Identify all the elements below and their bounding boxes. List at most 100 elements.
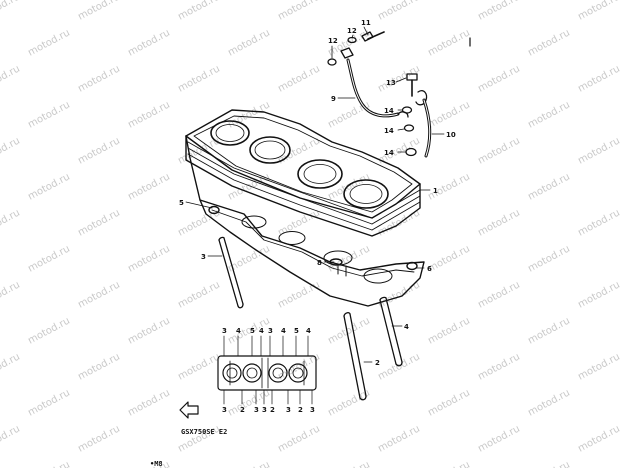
watermark-text: motod.ru bbox=[526, 243, 572, 274]
watermark-text: motod.ru bbox=[126, 387, 172, 418]
watermark-text: motod.ru bbox=[576, 207, 622, 238]
callout-10: 10 bbox=[446, 131, 456, 139]
watermark-text: motod.ru bbox=[26, 27, 72, 58]
watermark-text: motod.ru bbox=[0, 423, 22, 454]
watermark-text: motod.ru bbox=[476, 423, 522, 454]
watermark-text: motod.ru bbox=[476, 279, 522, 310]
watermark-text: motod.ru bbox=[526, 387, 572, 418]
watermark-text: motod.ru bbox=[176, 279, 222, 310]
watermark-text: motod.ru bbox=[476, 0, 522, 23]
watermark-text: motod.ru bbox=[76, 423, 122, 454]
watermark-text: motod.ru bbox=[376, 63, 422, 94]
leader-lines bbox=[185, 26, 445, 363]
callout-11: 11 bbox=[361, 19, 371, 27]
pattern-top-label: 4 bbox=[259, 327, 264, 335]
watermark-text: motod.ru bbox=[376, 0, 422, 23]
pattern-bottom-label: 2 bbox=[270, 406, 275, 414]
watermark-text: motod.ru bbox=[426, 387, 472, 418]
watermark-text: motod.ru bbox=[526, 459, 572, 468]
callout-4: 4 bbox=[404, 323, 409, 331]
watermark-text: motod.ru bbox=[0, 207, 22, 238]
watermark-text: motod.ru bbox=[526, 27, 572, 58]
watermark-text: motod.ru bbox=[576, 279, 622, 310]
pattern-bottom-labels: 3 2 3 3 2 3 2 3 bbox=[222, 406, 315, 414]
watermark-text: motod.ru bbox=[426, 99, 472, 130]
callout-9: 9 bbox=[331, 95, 336, 103]
callout-14-top: 14 bbox=[384, 107, 394, 115]
watermark-text: motod.ru bbox=[0, 0, 22, 23]
watermark-text: motod.ru bbox=[176, 63, 222, 94]
callout-13: 13 bbox=[386, 79, 396, 87]
watermark-text: motod.ru bbox=[76, 351, 122, 382]
callout-3: 3 bbox=[201, 253, 206, 261]
watermark-text: motod.ru bbox=[76, 0, 122, 23]
watermark-text: motod.ru bbox=[576, 351, 622, 382]
callout-2: 2 bbox=[375, 359, 380, 367]
watermark-text: motod.ru bbox=[526, 315, 572, 346]
watermark-text: motod.ru bbox=[526, 99, 572, 130]
pattern-bottom-label: 3 bbox=[286, 406, 291, 414]
watermark-text: motod.ru bbox=[576, 423, 622, 454]
pattern-bottom-label: 3 bbox=[222, 406, 227, 414]
watermark-text: motod.ru bbox=[26, 99, 72, 130]
watermark-text: motod.ru bbox=[326, 459, 372, 468]
callout-12-top: 12 bbox=[347, 27, 357, 35]
pattern-bottom-label: 3 bbox=[262, 406, 267, 414]
watermark-text: motod.ru bbox=[276, 279, 322, 310]
watermark-text: motod.ru bbox=[476, 207, 522, 238]
watermark-text: motod.ru bbox=[476, 351, 522, 382]
watermark-text: motod.ru bbox=[176, 0, 222, 23]
pattern-bottom-label: 2 bbox=[298, 406, 303, 414]
watermark-text: motod.ru bbox=[76, 207, 122, 238]
model-caption: GSX750SE E2 bbox=[181, 428, 227, 436]
watermark-text: motod.ru bbox=[0, 279, 22, 310]
watermark-text: motod.ru bbox=[476, 135, 522, 166]
pattern-bottom-label: 2 bbox=[240, 406, 245, 414]
pattern-bottom-label: 3 bbox=[310, 406, 315, 414]
watermark-text: motod.ru bbox=[276, 63, 322, 94]
oil-hose-assembly bbox=[327, 31, 471, 158]
watermark-text: motod.ru bbox=[426, 27, 472, 58]
watermark-text: motod.ru bbox=[176, 351, 222, 382]
watermark-text: motod.ru bbox=[26, 459, 72, 468]
watermark-text: motod.ru bbox=[376, 351, 422, 382]
callout-6: 6 bbox=[427, 265, 432, 273]
pattern-top-label: 3 bbox=[268, 327, 273, 335]
watermark-text: motod.ru bbox=[226, 459, 272, 468]
callout-12-left: 12 bbox=[328, 37, 338, 45]
watermark-text: motod.ru bbox=[226, 27, 272, 58]
watermark-text: motod.ru bbox=[276, 423, 322, 454]
pattern-top-label: 5 bbox=[294, 327, 299, 335]
watermark-text: motod.ru bbox=[176, 207, 222, 238]
watermark-text: motod.ru bbox=[76, 135, 122, 166]
callout-14-mid: 14 bbox=[384, 127, 394, 135]
callout-labels: 11 12 12 9 13 14 14 14 10 1 5 3 6 8 4 2 bbox=[179, 19, 456, 367]
watermark-text: motod.ru bbox=[426, 315, 472, 346]
watermark-text: motod.ru bbox=[326, 99, 372, 130]
watermark-text: motod.ru bbox=[126, 99, 172, 130]
watermark-text: motod.ru bbox=[76, 279, 122, 310]
pattern-top-label: 4 bbox=[236, 327, 241, 335]
watermark-text: motod.ru bbox=[0, 351, 22, 382]
front-arrow-icon bbox=[179, 401, 199, 419]
watermark-text: motod.ru bbox=[26, 315, 72, 346]
watermark-text: motod.ru bbox=[576, 135, 622, 166]
tightening-pattern-diagram: 3 4 5 4 3 4 5 4 3 bbox=[179, 327, 317, 419]
watermark-text: motod.ru bbox=[376, 423, 422, 454]
watermark-text: motod.ru bbox=[426, 459, 472, 468]
watermark-text: motod.ru bbox=[126, 243, 172, 274]
callout-1: 1 bbox=[433, 187, 438, 195]
watermark-text: motod.ru bbox=[0, 63, 22, 94]
watermark-text: motod.ru bbox=[326, 171, 372, 202]
watermark-text: motod.ru bbox=[576, 0, 622, 23]
watermark-text: motod.ru bbox=[476, 63, 522, 94]
watermark-text: motod.ru bbox=[126, 315, 172, 346]
watermark-text: motod.ru bbox=[0, 135, 22, 166]
watermark-text: motod.ru bbox=[426, 243, 472, 274]
watermark-text: motod.ru bbox=[276, 0, 322, 23]
watermark-text: motod.ru bbox=[576, 63, 622, 94]
pattern-top-label: 3 bbox=[222, 327, 227, 335]
watermark-text: motod.ru bbox=[26, 387, 72, 418]
watermark-text: motod.ru bbox=[526, 171, 572, 202]
